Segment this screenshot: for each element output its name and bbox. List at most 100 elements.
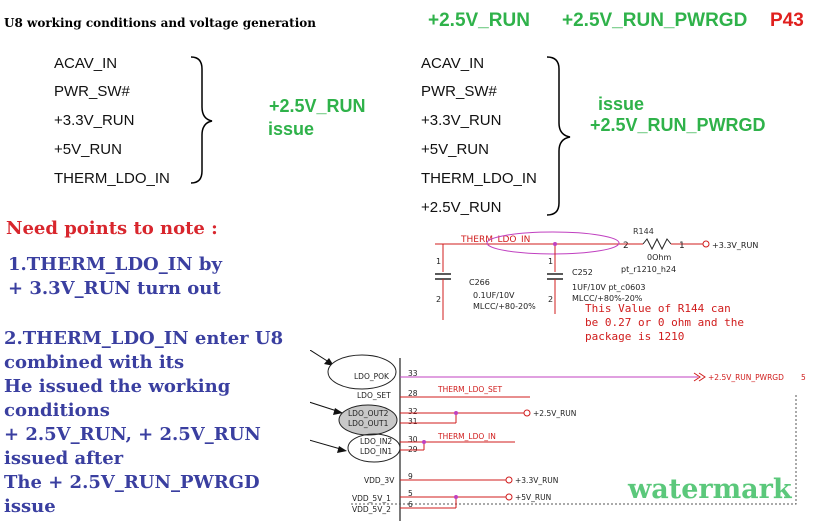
offpage-arrow [698,372,706,382]
c266-type: MLCC/+80-20% [473,302,536,311]
pin-name-vdd-5v-1: VDD_5V_1 [352,494,391,503]
connector-3v3 [702,240,710,248]
connector-5v [505,493,513,501]
pin-name-ldo-pok: LDO_POK [354,372,390,381]
note-2-line: conditions [4,400,110,421]
r144-value: 0Ohm [647,253,671,262]
page-edge-dotted [350,395,797,505]
pin-name-vdd-3v: VDD_3V [364,476,395,485]
schematic-u8: LDO_POK 33 +2.5V_RUN_PWRGD 5 LDO_SET 28 … [310,350,806,521]
result-right-pwrgd: +2.5V_RUN_PWRGD [590,115,766,135]
pin-num-32: 32 [408,407,418,416]
junction-dot [422,440,426,444]
r144-pin1: 1 [679,241,685,251]
arrow-head [337,446,347,453]
pin-num-28: 28 [408,389,418,398]
net-therm-ldo-in-label: THERM_LDO_IN [437,432,496,441]
note-2-line: issued after [4,448,124,469]
junction-dot [454,495,458,499]
highlight-ellipse-ldo-in [347,433,401,463]
note-2-line: He issued the working [4,376,231,397]
pin-num-30: 30 [408,435,418,444]
header-rail-2v5-run: +2.5V_RUN [428,10,530,31]
pin-name-ldo-out1: LDO_OUT1 [348,419,389,428]
net-therm-ldo-set: THERM_LDO_SET [437,385,502,394]
c266-pin2: 2 [436,295,441,304]
result-left-issue: issue [268,119,315,139]
junction-dot [553,242,557,246]
signal-pwr-sw: PWR_SW# [54,83,130,100]
annotation-line: package is 1210 [585,330,684,343]
note-2: 2.THERM_LDO_IN enter U8 combined with it… [4,327,283,519]
header-page-number: P43 [770,10,804,31]
pin-num-31: 31 [408,417,418,426]
page-edge-mark: 5 [801,373,806,382]
note-2-line: issue [4,496,56,517]
r144-package: pt_r1210_h24 [621,265,676,274]
page-title: U8 working conditions and voltage genera… [4,16,316,30]
connector-3v3 [505,476,513,484]
note-1-line: + 3.3V_RUN turn out [8,278,221,299]
note-1: 1.THERM_LDO_IN by + 3.3V_RUN turn out [8,253,222,301]
note-2-line: The + 2.5V_RUN_PWRGD [4,472,260,493]
rail-3v3-label: +3.3V_RUN [712,241,758,250]
offpage-arrow [693,372,701,382]
result-left-rail: +2.5V_RUN [269,96,366,116]
note-2-line: combined with its [4,352,185,373]
pin-name-ldo-set: LDO_SET [357,391,391,400]
net-3v3-run-label: +3.3V_RUN [515,476,558,485]
r144-ref: R144 [633,227,654,236]
signal-therm-ldo-in: THERM_LDO_IN [421,170,537,187]
annotation-line: be 0.27 or 0 ohm and the [585,316,744,329]
arrow-head [333,408,343,415]
signal-5v-run: +5V_RUN [421,141,489,158]
note-2-line: + 2.5V_RUN, + 2.5V_RUN [4,424,261,445]
pin-name-vdd-5v-2: VDD_5V_2 [352,505,391,514]
resistor-r144 [642,237,672,251]
highlight-ellipse-ldo-out [338,404,398,436]
signal-acav-in: ACAV_IN [421,55,485,72]
highlight-ellipse [486,231,620,255]
c252-pin2: 2 [548,295,553,304]
net-pwrgd-label: +2.5V_RUN_PWRGD [708,373,784,382]
c252-type: MLCC/+80%-20% [572,294,643,303]
schematic-therm-ldo: THERM_LDO_IN R144 2 1 +3.3V_RUN 0Ohm pt_… [435,227,758,343]
notes-title: Need points to note : [6,218,218,239]
brace-right-group [546,56,571,216]
pin-num-6: 6 [408,500,413,509]
c266-value: 0.1UF/10V [473,291,515,300]
result-right-issue: issue [598,94,645,114]
pin-name-ldo-in2: LDO_IN2 [360,437,392,446]
signal-therm-ldo-in: THERM_LDO_IN [54,170,170,187]
c252-ref: C252 [572,268,593,277]
c266-ref: C266 [469,278,490,287]
pin-num-9: 9 [408,472,413,481]
signal-3v3-run: +3.3V_RUN [54,112,135,129]
highlight-ellipse-ldo-pok [327,354,397,390]
net-5v-run-label: +5V_RUN [515,493,551,502]
junction-dot [454,411,458,415]
header-rail-2v5-run-pwrgd: +2.5V_RUN_PWRGD [562,10,748,31]
net-2v5-run-label: +2.5V_RUN [533,409,576,418]
r144-pin2: 2 [623,241,629,251]
pointer-arrow [310,401,341,413]
brace-left-group [190,56,213,184]
pin-name-ldo-in1: LDO_IN1 [360,447,392,456]
signal-3v3-run: +3.3V_RUN [421,112,502,129]
c252-value: 1UF/10V pt_c0603 [572,283,645,292]
signal-pwr-sw: PWR_SW# [421,83,497,100]
c252-pin1: 1 [548,257,553,266]
watermark-logo: watermark [628,474,792,505]
signal-2v5-run: +2.5V_RUN [421,199,502,216]
c266-pin1: 1 [436,257,441,266]
annotation-line: This Value of R144 can [585,302,731,315]
signal-acav-in: ACAV_IN [54,55,118,72]
note-2-line: 2.THERM_LDO_IN enter U8 [4,328,284,349]
pin-name-ldo-out2: LDO_OUT2 [348,409,389,418]
connector-2v5 [523,409,531,417]
pointer-arrow [310,439,345,451]
note-1-line: 1.THERM_LDO_IN by [8,254,222,275]
net-therm-ldo-in-label: THERM_LDO_IN [460,235,530,245]
signal-5v-run: +5V_RUN [54,141,122,158]
pin-num-33: 33 [408,369,418,378]
